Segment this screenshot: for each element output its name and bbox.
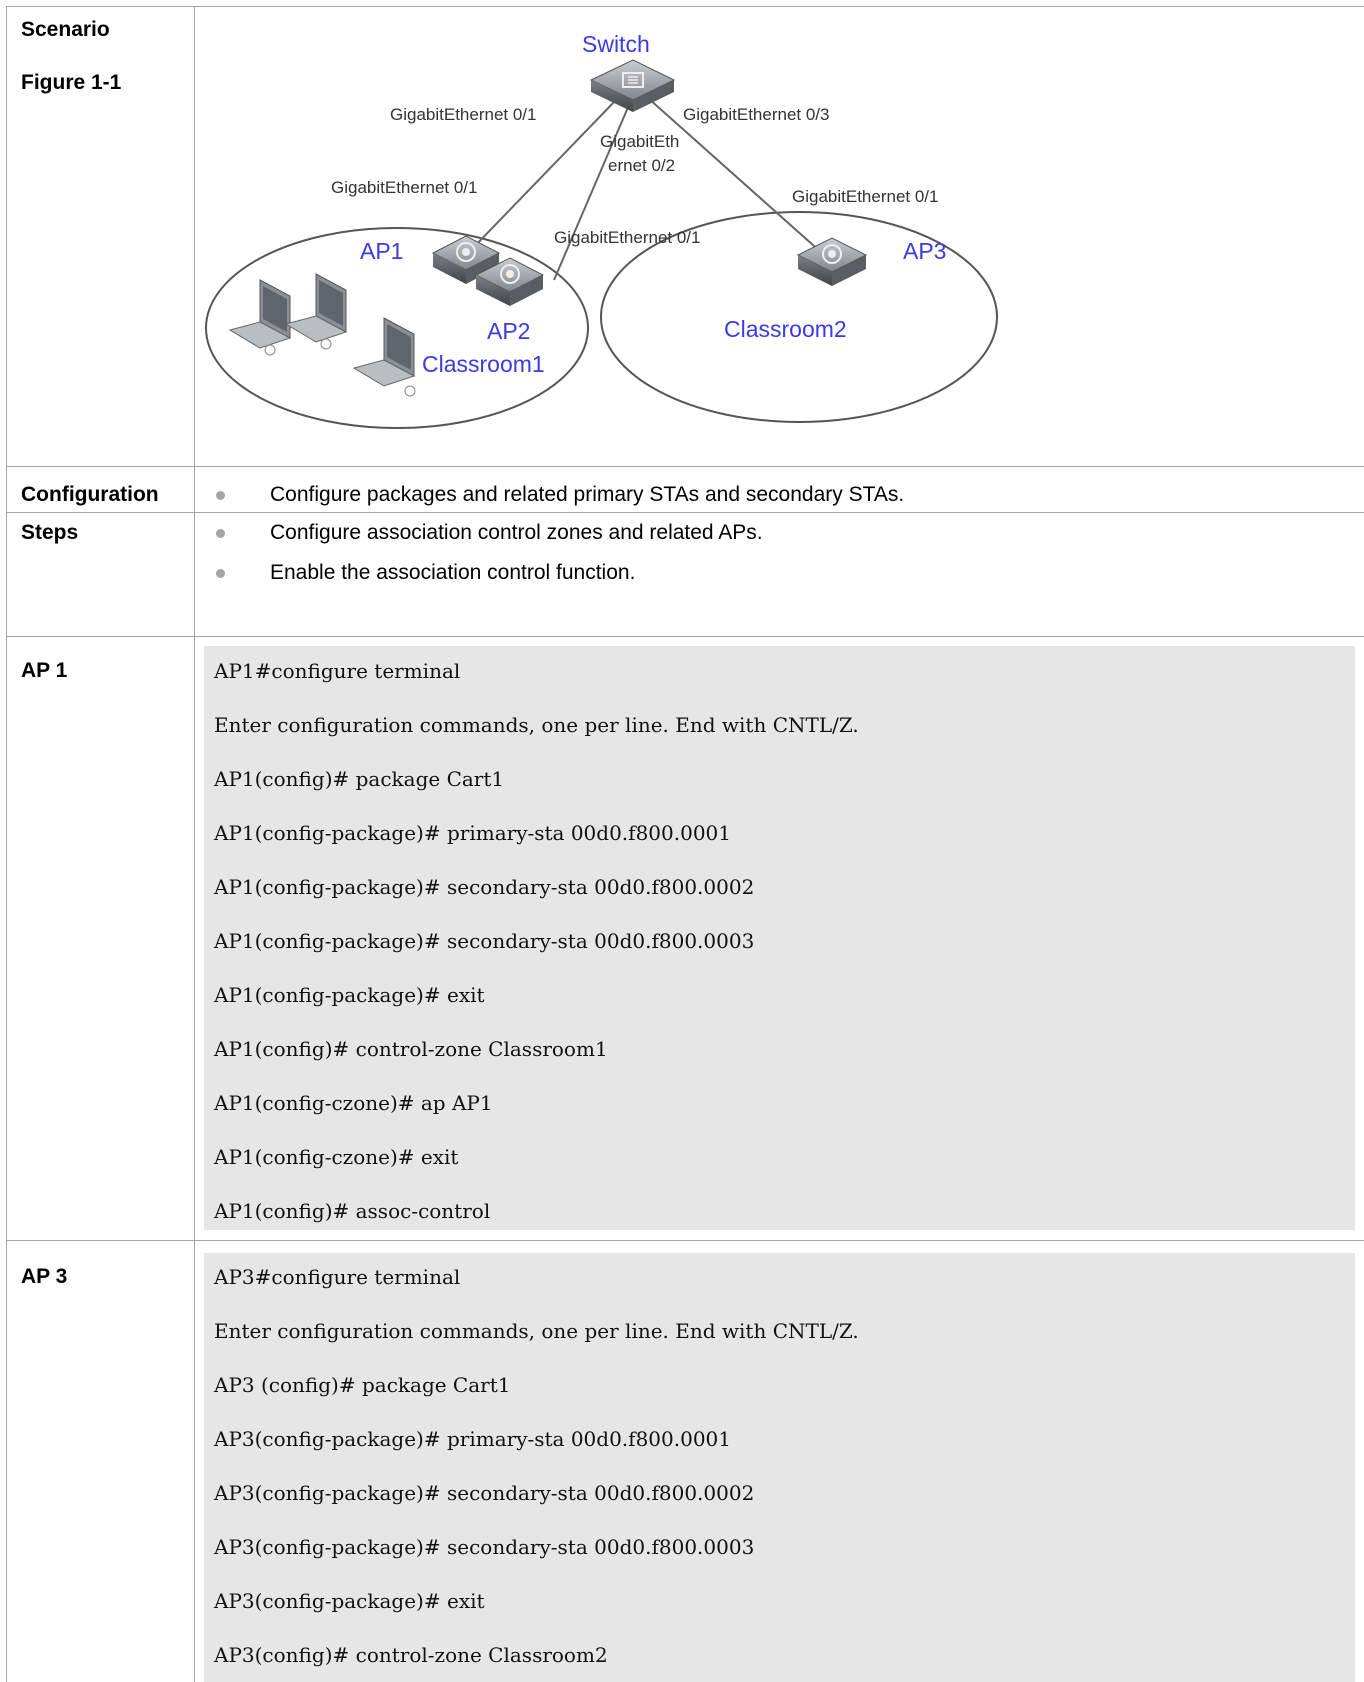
ap2-icon (474, 257, 545, 306)
code-line: AP1(config-package)# primary-sta 00d0.f8… (214, 821, 731, 845)
list-item: Configure packages and related primary S… (208, 483, 904, 507)
network-topology-diagram: Switch GigabitEthernet 0/1 GigabitEthern… (205, 31, 998, 429)
code-line: AP3(config-package)# exit (214, 1589, 485, 1613)
port-label: GigabitEthernet 0/3 (683, 105, 829, 124)
code-line: AP1(config)# assoc-control (214, 1199, 491, 1223)
classroom1-label: Classroom1 (422, 351, 545, 377)
ap1-icon (431, 235, 501, 284)
port-label: GigabitEthernet 0/1 (390, 105, 536, 124)
code-line: AP1(config-package)# exit (214, 983, 485, 1007)
code-line: AP1(config-czone)# exit (214, 1145, 459, 1169)
config-steps-label: Configuration (21, 483, 159, 506)
code-line: AP1#configure terminal (214, 659, 461, 683)
code-line: AP1(config)# package Cart1 (214, 767, 505, 791)
link-switch-ap1 (470, 99, 617, 251)
code-line: AP1(config)# control-zone Classroom1 (214, 1037, 608, 1061)
code-line: AP1(config-package)# secondary-sta 00d0.… (214, 929, 755, 953)
ap1-code-block: AP1#configure terminal Enter configurati… (204, 646, 1355, 1230)
port-label: GigabitEthernet 0/1 (792, 187, 938, 206)
laptop-icon (352, 317, 416, 397)
code-line: AP1(config-package)# secondary-sta 00d0.… (214, 875, 755, 899)
code-line: AP3#configure terminal (214, 1265, 461, 1289)
figure-caption: Figure 1-1 (21, 71, 122, 94)
bullet-text: Configure packages and related primary S… (270, 483, 905, 506)
list-item: Configure association control zones and … (208, 521, 763, 545)
classroom2-label: Classroom2 (724, 316, 847, 342)
code-line: AP3(config)# control-zone Classroom2 (214, 1643, 608, 1667)
ap1-label: AP1 (360, 238, 403, 264)
row-divider (6, 1240, 1364, 1241)
row-divider (6, 466, 1364, 467)
list-item: Enable the association control function. (208, 561, 635, 585)
laptop-icon (284, 273, 348, 350)
code-line: AP3 (config)# package Cart1 (214, 1373, 511, 1397)
scenario-label: Scenario (21, 18, 110, 41)
port-label: GigabitEthernet 0/1 (331, 178, 477, 197)
code-line: AP3(config-package)# secondary-sta 00d0.… (214, 1481, 755, 1505)
ap3-row-label: AP 3 (21, 1265, 68, 1288)
ap3-label: AP3 (903, 238, 946, 264)
link-switch-ap3 (647, 97, 833, 263)
port-label: GigabitEth (600, 132, 679, 151)
code-line: AP3(config-package)# primary-sta 00d0.f8… (214, 1427, 731, 1451)
table-border-top (6, 6, 1364, 7)
bullet-icon (216, 528, 225, 538)
table-border-left (6, 6, 7, 1682)
code-line: Enter configuration commands, one per li… (214, 1319, 859, 1343)
column-divider (194, 6, 195, 1682)
switch-icon (589, 59, 676, 112)
port-label: ernet 0/2 (608, 156, 675, 175)
bullet-text: Configure association control zones and … (270, 521, 763, 544)
laptop-icon (228, 279, 292, 356)
ap2-label: AP2 (487, 318, 530, 344)
bullet-icon (216, 490, 225, 500)
port-label: GigabitEthernet 0/1 (554, 228, 700, 247)
code-line: Enter configuration commands, one per li… (214, 713, 859, 737)
code-line: AP3(config-package)# secondary-sta 00d0.… (214, 1535, 755, 1559)
ap3-icon (796, 237, 868, 286)
classroom2-zone (600, 211, 998, 423)
row-divider (6, 636, 1364, 637)
bullet-text: Enable the association control function. (270, 561, 636, 584)
code-line: AP1(config-czone)# ap AP1 (214, 1091, 493, 1115)
config-steps-label: Steps (21, 521, 79, 544)
bullet-icon (216, 568, 225, 578)
ap1-row-label: AP 1 (21, 659, 68, 682)
ap3-code-block: AP3#configure terminal Enter configurati… (204, 1253, 1355, 1682)
switch-label: Switch (582, 31, 650, 57)
link-switch-ap2 (553, 104, 630, 281)
classroom1-zone (205, 227, 589, 429)
row-divider (6, 512, 1364, 513)
